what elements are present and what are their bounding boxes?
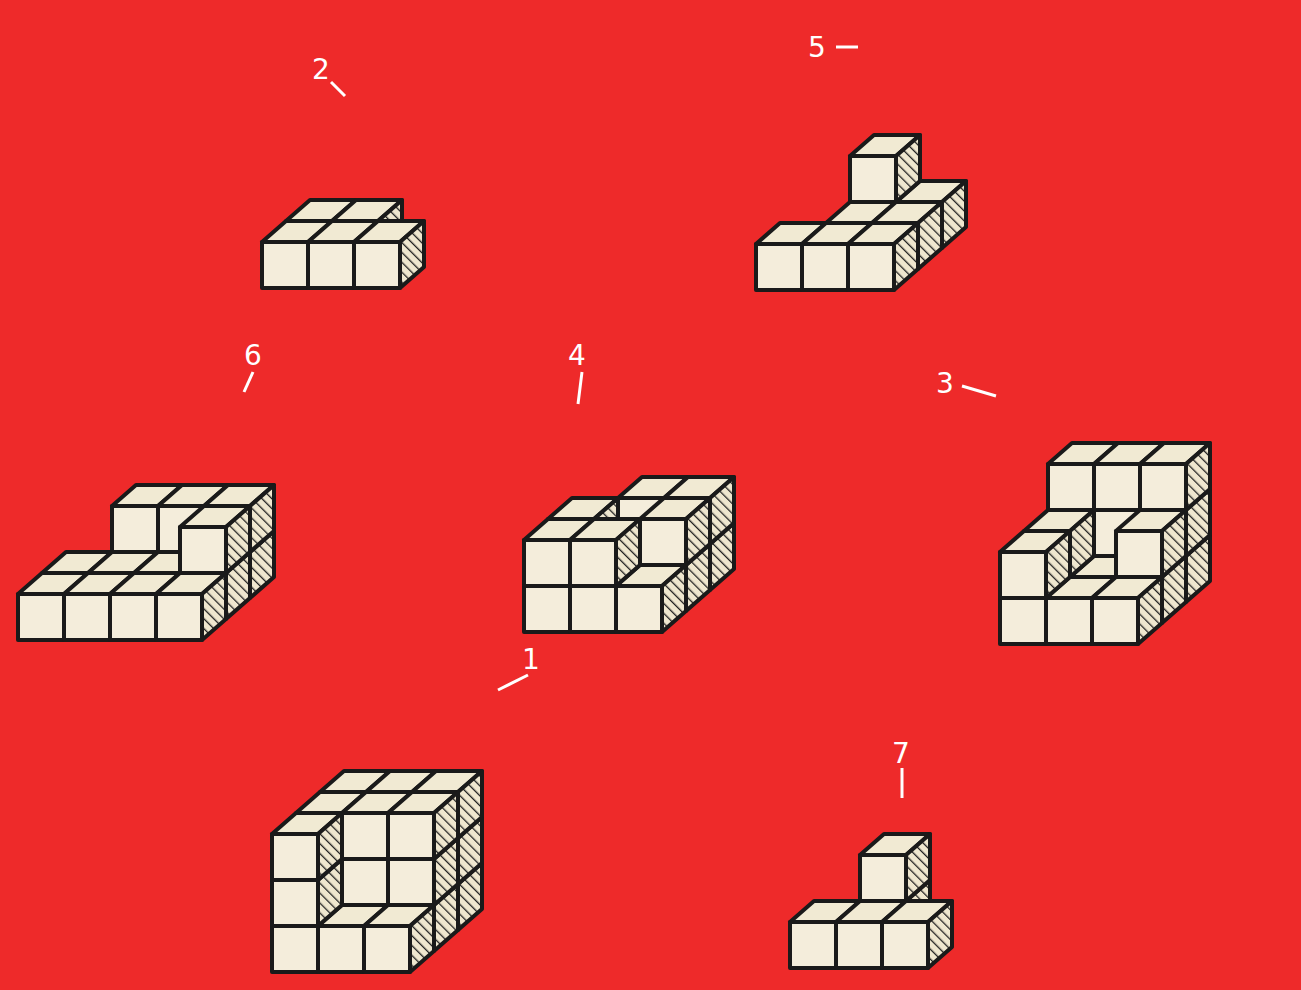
cube-face	[570, 540, 616, 586]
cube-face	[272, 926, 318, 972]
cube-face	[272, 880, 318, 926]
cube-face	[388, 813, 434, 859]
cube-face	[112, 506, 158, 552]
cube-face	[896, 135, 920, 202]
cube-face	[756, 244, 802, 290]
callout-number: 3	[936, 370, 954, 398]
callout-number: 6	[244, 342, 262, 370]
cube-face	[836, 922, 882, 968]
cube-face	[156, 594, 202, 640]
cube-face	[272, 834, 318, 880]
cube-face	[388, 859, 434, 905]
callout-number: 5	[808, 34, 826, 62]
cube-face	[850, 156, 896, 202]
cube-face	[686, 498, 710, 565]
cube-face	[1186, 443, 1210, 510]
cube-face	[1000, 552, 1046, 598]
cube-face	[308, 242, 354, 288]
cube-face	[400, 221, 424, 288]
cube-face	[860, 855, 906, 901]
cube-face	[616, 586, 662, 632]
cube-face	[928, 901, 952, 968]
cube-face	[434, 792, 458, 859]
cube-face	[318, 813, 342, 880]
cube-face	[918, 202, 942, 269]
cube-face	[1162, 510, 1186, 577]
cube-face	[342, 859, 388, 905]
cube-face	[524, 540, 570, 586]
cube-face	[1000, 598, 1046, 644]
cube-face	[1116, 531, 1162, 577]
cube-face	[318, 926, 364, 972]
cube-face	[110, 594, 156, 640]
cube-face	[1094, 464, 1140, 510]
cube-face	[1046, 531, 1070, 598]
cube-face	[802, 244, 848, 290]
cube-face	[942, 181, 966, 248]
cube-face	[1048, 464, 1094, 510]
cube-face	[848, 244, 894, 290]
cube-face	[524, 586, 570, 632]
cube-face	[662, 565, 686, 632]
cube-face	[18, 594, 64, 640]
callout-number: 7	[892, 740, 910, 768]
cube-face	[342, 813, 388, 859]
cube-face	[1138, 577, 1162, 644]
cube-face	[882, 922, 928, 968]
cube-face	[906, 834, 930, 901]
cube-face	[570, 586, 616, 632]
cube-face	[364, 926, 410, 972]
cube-face	[458, 771, 482, 838]
cube-face	[250, 485, 274, 552]
cube-face	[1092, 598, 1138, 644]
cube-face	[710, 477, 734, 544]
callout-number: 1	[522, 646, 540, 674]
callout-number: 4	[568, 342, 586, 370]
cube-face	[410, 905, 434, 972]
cube-face	[354, 242, 400, 288]
cube-face	[262, 242, 308, 288]
cube-face	[64, 594, 110, 640]
cube-face	[226, 506, 250, 573]
cube-face	[640, 519, 686, 565]
cube-face	[180, 527, 226, 573]
cube-face	[1046, 598, 1092, 644]
leader-lines	[244, 47, 996, 798]
callout-number: 2	[312, 56, 330, 84]
cube-face	[790, 922, 836, 968]
cube-face	[1140, 464, 1186, 510]
cube-face	[202, 573, 226, 640]
cube-face	[1070, 510, 1094, 577]
cube-face	[616, 519, 640, 586]
cube-face	[894, 223, 918, 290]
